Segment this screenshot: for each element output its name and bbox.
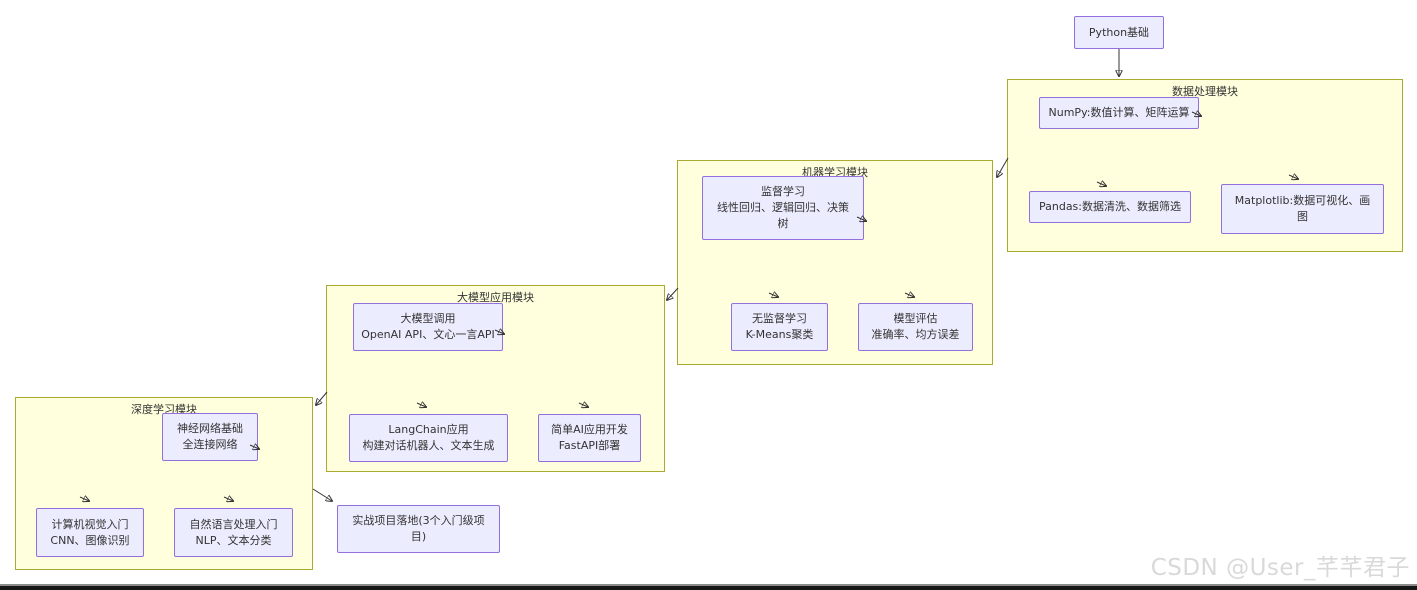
node-supervised-learning: 监督学习线性回归、逻辑回归、决策树 <box>702 176 864 240</box>
node-neural-network-basics: 神经网络基础全连接网络 <box>162 413 258 461</box>
group-title-deep-learning: 深度学习模块 <box>131 403 197 416</box>
group-title-machine-learning: 机器学习模块 <box>802 166 868 179</box>
edge-deep-to-project <box>312 488 332 501</box>
node-project-landing: 实战项目落地(3个入门级项目) <box>337 505 500 553</box>
node-python-basics: Python基础 <box>1074 16 1164 49</box>
node-model-evaluation: 模型评估准确率、均方误差 <box>858 303 973 351</box>
node-matplotlib: Matplotlib:数据可视化、画图 <box>1221 184 1384 234</box>
watermark: CSDN @User_芊芊君子 <box>1150 555 1410 581</box>
group-title-data-processing: 数据处理模块 <box>1172 85 1238 98</box>
bottom-bar <box>0 584 1417 590</box>
group-title-llm-application: 大模型应用模块 <box>457 291 534 304</box>
node-pandas: Pandas:数据清洗、数据筛选 <box>1029 191 1191 223</box>
group-data-processing: 数据处理模块 NumPy:数值计算、矩阵运算 Pandas:数据清洗、数据筛选 … <box>1007 79 1403 252</box>
node-numpy: NumPy:数值计算、矩阵运算 <box>1039 97 1199 129</box>
node-langchain: LangChain应用构建对话机器人、文本生成 <box>349 414 508 462</box>
